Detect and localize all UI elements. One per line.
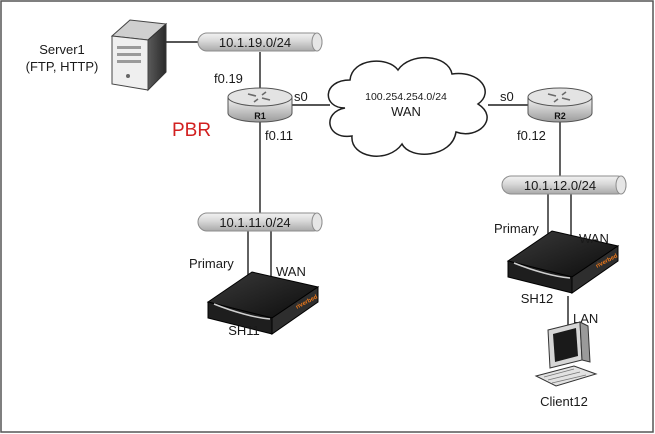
r2-if-wan: s0 [500,89,514,104]
steelhead-sh12-icon: riverbed [506,230,620,294]
server-name: Server1 [39,42,85,57]
subnet-label-12: 10.1.12.0/24 [524,178,596,193]
sh12-primary-label: Primary [494,221,539,236]
wan-subnet: 100.254.254.0/24 [365,91,447,103]
subnet-label-19: 10.1.19.0/24 [219,35,291,50]
client-name: Client12 [540,394,588,409]
policy-label: PBR [172,120,211,141]
server-services: (FTP, HTTP) [26,59,99,74]
subnet-tube-12: 10.1.12.0/24 [501,175,627,195]
sh12-name: SH12 [521,291,554,306]
router-r1-icon [227,87,293,123]
wan-cloud-icon [327,56,488,157]
subnet-tube-19: 10.1.19.0/24 [197,32,323,52]
steelhead-sh11-icon: riverbed [206,271,320,335]
r1-if-lan: f0.11 [265,128,293,143]
r1-if-wan: s0 [294,89,308,104]
router-r2-name: R2 [554,111,566,121]
subnet-label-11: 10.1.11.0/24 [219,215,290,230]
sh11-name: SH11 [228,323,260,338]
r2-if-lan: f0.12 [517,128,546,143]
router-r2-icon [527,87,593,123]
wan-label: WAN [391,104,421,119]
server-icon [110,19,168,92]
sh11-primary-label: Primary [189,256,234,271]
router-r1-name: R1 [254,111,266,121]
r1-if-server: f0.19 [214,71,243,86]
client-computer-icon [534,321,598,387]
sh11-wan-label: WAN [276,264,306,279]
subnet-tube-11: 10.1.11.0/24 [197,212,323,232]
sh12-wan-label: WAN [579,231,609,246]
